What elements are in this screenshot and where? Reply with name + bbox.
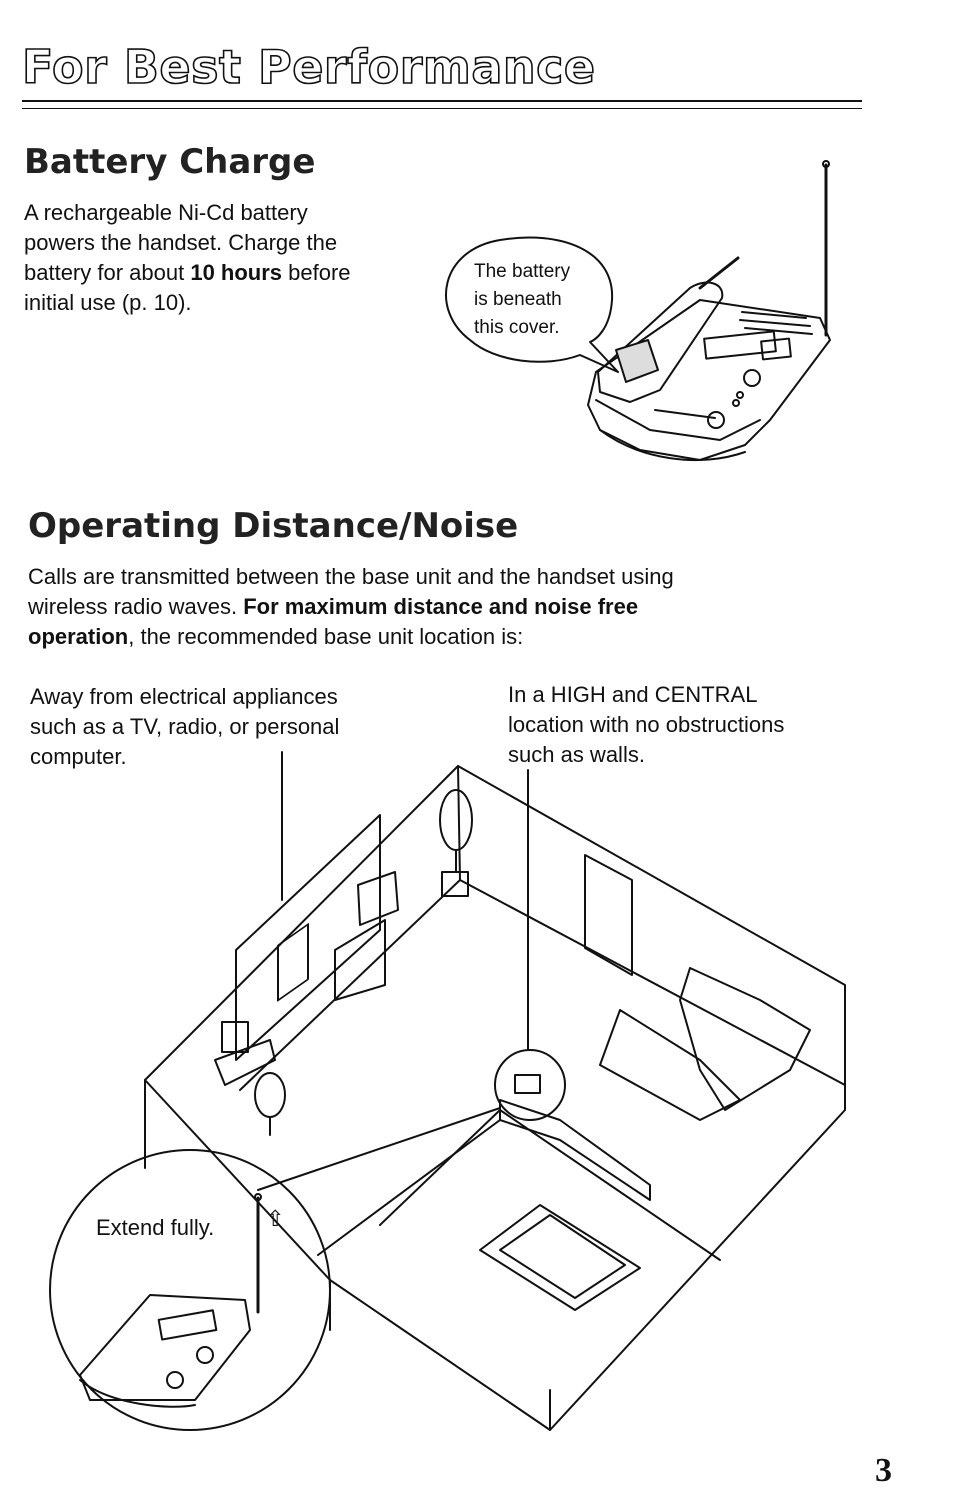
distance-text-line-3: operation, the recommended base unit loc… — [28, 622, 908, 652]
appliances-line-1: Away from electrical appliances — [30, 684, 338, 709]
battery-charge-heading: Battery Charge — [24, 142, 316, 182]
cabinet — [499, 1099, 651, 1201]
extend-fully-label: Extend fully. — [96, 1215, 215, 1240]
plant — [439, 789, 473, 851]
appliances-callout: Away from electrical appliances such as … — [30, 682, 450, 772]
battery-text-line-2: powers the handset. Charge the — [24, 230, 338, 255]
battery-text-line-1: A rechargeable Ni-Cd battery — [24, 200, 308, 225]
room-outline — [144, 765, 846, 1431]
battery-callout-text: The battery is beneath this cover. — [474, 258, 570, 342]
handset-antenna — [698, 256, 740, 290]
handset-outline — [597, 281, 724, 403]
distance-text-2a: wireless radio waves. — [28, 594, 244, 619]
distance-text-3b: , the recommended base unit location is: — [128, 624, 524, 649]
charge-time: 10 hours — [190, 260, 283, 285]
bubble-line-2: is beneath — [474, 289, 562, 310]
location-line-3: such as walls. — [508, 742, 645, 767]
door — [584, 854, 633, 976]
operating-distance-text: Calls are transmitted between the base u… — [28, 562, 908, 652]
battery-charge-text: A rechargeable Ni-Cd battery powers the … — [24, 198, 444, 318]
appliances-line-3: computer. — [30, 744, 127, 769]
coffee-table — [479, 1204, 641, 1311]
inset-base-unit — [79, 1294, 251, 1401]
bubble-line-3: this cover. — [474, 317, 560, 338]
operating-distance-heading: Operating Distance/Noise — [28, 506, 519, 546]
distance-text-line-2: wireless radio waves. For maximum distan… — [28, 592, 908, 622]
base-unit-small — [514, 1074, 541, 1094]
wall-picture — [277, 923, 309, 1002]
distance-text-3a: operation — [28, 624, 129, 649]
sofa — [679, 967, 811, 1111]
page-number: 3 — [875, 1452, 892, 1489]
inset-circle — [49, 1149, 331, 1431]
up-arrow-icon: ⇧ — [266, 1206, 285, 1231]
page-title: For Best Performance — [21, 39, 596, 95]
battery-text-3a: battery for about — [24, 260, 191, 285]
phone-location-circle — [494, 1049, 566, 1121]
distance-text-line-1: Calls are transmitted between the base u… — [28, 564, 674, 589]
partition-panel — [235, 814, 381, 1061]
battery-text-3c: before — [282, 260, 351, 285]
battery-cover — [615, 339, 659, 383]
appliances-line-2: such as a TV, radio, or personal — [30, 714, 340, 739]
office-chair — [254, 1072, 286, 1118]
computer — [221, 1021, 249, 1053]
bubble-line-1: The battery — [474, 261, 571, 282]
base-button — [743, 369, 761, 387]
base-unit-outline — [587, 299, 831, 461]
location-callout: In a HIGH and CENTRAL location with no o… — [508, 680, 928, 770]
tv-stand — [334, 919, 386, 1001]
battery-text-line-4: initial use (p. 10). — [24, 290, 192, 315]
battery-text-line-3: battery for about 10 hours before — [24, 258, 444, 288]
location-line-2: location with no obstructions — [508, 712, 785, 737]
base-display — [703, 330, 777, 360]
location-line-1: In a HIGH and CENTRAL — [508, 682, 758, 707]
distance-text-2b: For maximum distance and noise free — [243, 594, 639, 619]
title-rule — [22, 100, 862, 109]
